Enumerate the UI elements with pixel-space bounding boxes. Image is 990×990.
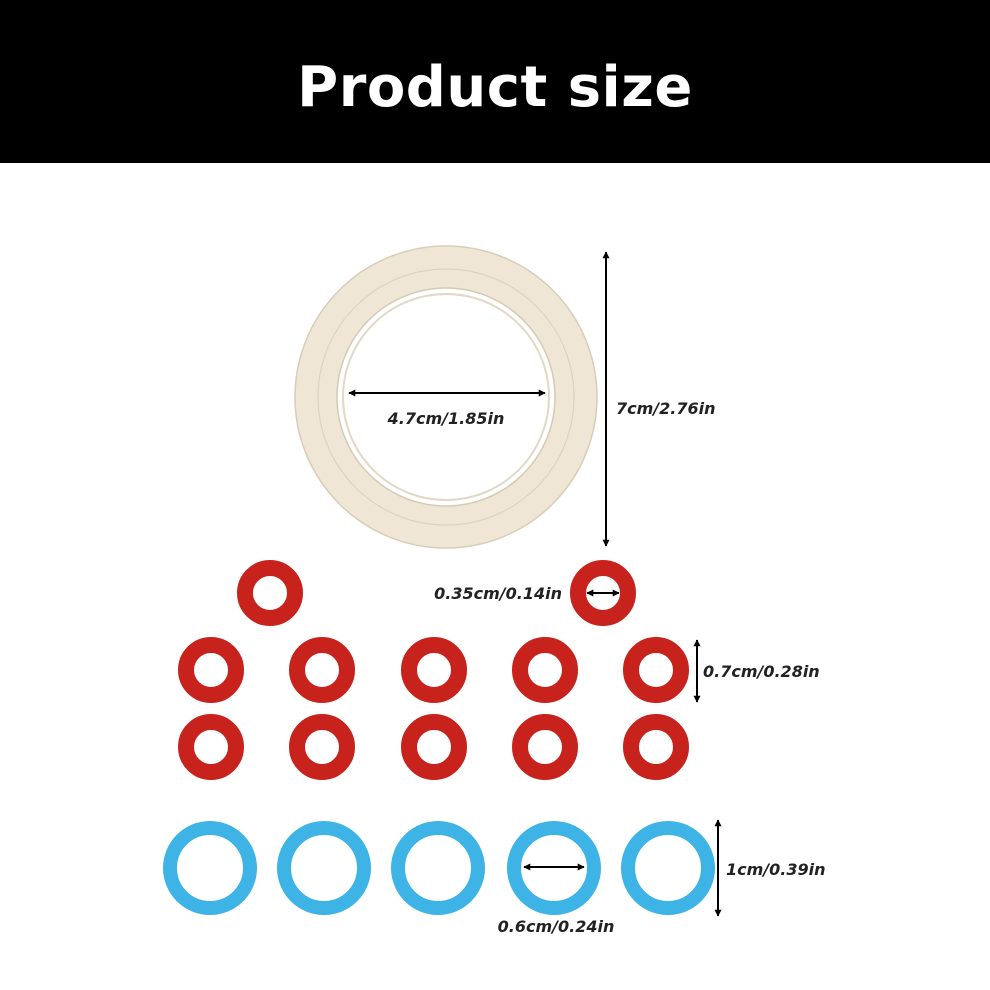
blue-o-ring xyxy=(163,821,257,915)
page-title: Product size xyxy=(297,55,693,120)
blue-ring-outer-label: 1cm/0.39in xyxy=(726,860,825,879)
large-gasket xyxy=(294,245,598,549)
blue-ring-hole-label: 0.6cm/0.24in xyxy=(498,917,615,936)
red-ring-outer-label: 0.7cm/0.28in xyxy=(703,662,820,681)
blue-o-rings xyxy=(163,821,715,915)
blue-o-ring xyxy=(391,821,485,915)
gasket-inner-diameter-label: 4.7cm/1.85in xyxy=(387,409,505,428)
red-o-ring xyxy=(623,714,689,780)
red-o-ring xyxy=(512,714,578,780)
blue-o-ring xyxy=(507,821,601,915)
blue-o-ring xyxy=(277,821,371,915)
blue-o-ring xyxy=(621,821,715,915)
red-o-ring xyxy=(178,637,244,703)
red-o-ring xyxy=(237,560,303,626)
red-o-ring xyxy=(401,714,467,780)
red-o-rings xyxy=(178,560,689,780)
red-o-ring xyxy=(289,714,355,780)
gasket-outer-diameter-label: 7cm/2.76in xyxy=(616,399,715,418)
red-o-ring xyxy=(401,637,467,703)
red-o-ring xyxy=(512,637,578,703)
red-ring-hole-label: 0.35cm/0.14in xyxy=(434,584,562,603)
red-o-ring xyxy=(178,714,244,780)
red-o-ring xyxy=(289,637,355,703)
red-o-ring xyxy=(623,637,689,703)
title-banner: Product size xyxy=(0,0,990,163)
red-o-ring xyxy=(570,560,636,626)
